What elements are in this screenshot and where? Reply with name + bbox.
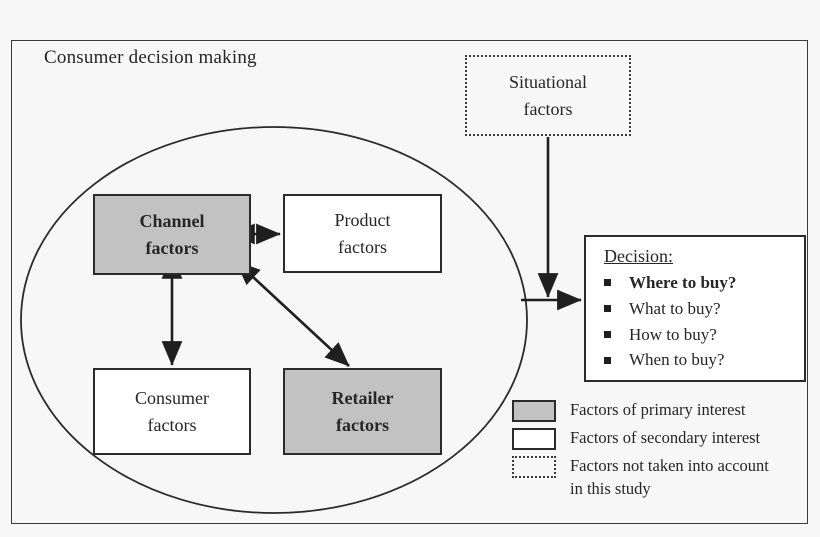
decision-item-where: Where to buy?	[604, 270, 804, 296]
arrow-channel-retailer	[235, 260, 350, 367]
node-product-factors[interactable]: Product factors	[283, 194, 442, 273]
node-situational-line1: Situational	[509, 72, 587, 93]
decision-item-label: What to buy?	[629, 298, 721, 318]
legend-swatch-excluded-icon	[512, 456, 556, 478]
legend-label-primary: Factors of primary interest	[570, 400, 746, 419]
decision-item-what: What to buy?	[604, 296, 804, 322]
square-bullet-icon	[604, 279, 611, 287]
node-retailer-line1: Retailer	[331, 388, 394, 409]
node-product-line2: factors	[338, 236, 387, 257]
decision-list: Where to buy? What to buy? How to buy? W…	[604, 270, 804, 373]
node-retailer-factors[interactable]: Retailer factors	[283, 368, 442, 455]
square-bullet-icon	[604, 356, 611, 364]
node-channel-line1: Channel	[139, 211, 205, 232]
square-bullet-icon	[604, 331, 611, 339]
legend-row-primary: Factors of primary interest	[512, 399, 802, 422]
legend-row-excluded: Factors not taken into account in this s…	[512, 455, 802, 501]
legend-swatch-secondary-icon	[512, 428, 556, 450]
node-consumer-factors[interactable]: Consumer factors	[93, 368, 251, 455]
decision-item-label: When to buy?	[629, 350, 725, 370]
node-situational-line2: factors	[523, 98, 573, 119]
node-consumer-line1: Consumer	[135, 388, 209, 409]
legend-row-secondary: Factors of secondary interest	[512, 427, 802, 450]
decision-item-when: When to buy?	[604, 347, 804, 373]
node-retailer-line2: factors	[336, 414, 389, 435]
decision-item-how: How to buy?	[604, 322, 804, 348]
legend-label-excluded-line1: Factors not taken into account	[570, 456, 769, 475]
square-bullet-icon	[604, 305, 611, 313]
page-title: Consumer decision making	[44, 47, 257, 68]
legend-label-secondary: Factors of secondary interest	[570, 428, 761, 447]
node-channel-factors[interactable]: Channel factors	[93, 194, 251, 275]
legend-label-excluded-line2: in this study	[570, 478, 651, 498]
legend-label-excluded-wrap: Factors not taken into account in this s…	[570, 455, 769, 501]
node-situational-factors[interactable]: Situational factors	[465, 55, 631, 136]
legend: Factors of primary interest Factors of s…	[512, 399, 802, 506]
node-product-line1: Product	[334, 210, 391, 231]
node-channel-line2: factors	[145, 237, 199, 258]
node-consumer-line2: factors	[147, 414, 197, 435]
consumer-decision-making-ellipse	[20, 126, 528, 514]
node-decision-box[interactable]: Decision: Where to buy? What to buy? How…	[584, 235, 806, 382]
decision-item-label: Where to buy?	[629, 273, 737, 292]
decision-item-label: How to buy?	[629, 324, 717, 344]
legend-swatch-primary-icon	[512, 400, 556, 422]
decision-heading: Decision:	[604, 246, 673, 266]
